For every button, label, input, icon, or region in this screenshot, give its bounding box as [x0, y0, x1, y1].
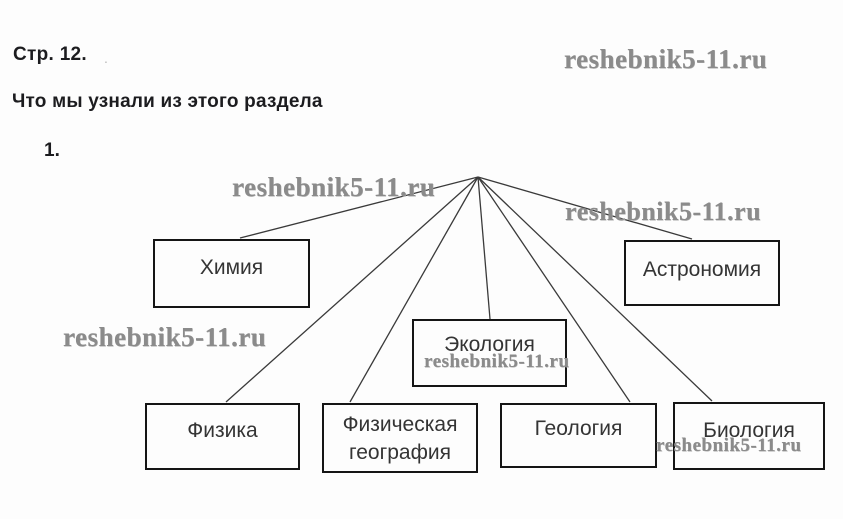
line-to-fizika	[225, 176, 479, 403]
line-to-ekologiya	[477, 176, 491, 320]
page-title: Что мы узнали из этого раздела	[12, 91, 323, 112]
box-label-khimiya: Химия	[199, 256, 264, 279]
diagram-box-ekologiya: Экология	[412, 319, 567, 387]
line-to-biologiya	[477, 176, 713, 402]
page-label-trailing-dot: .	[104, 50, 108, 66]
watermark: reshebnik5-11.ru	[63, 322, 267, 352]
diagram-box-fizika: Физика	[145, 403, 300, 470]
diagram-box-fizicheskaya-geografiya: Физическая география	[322, 403, 478, 473]
line-to-khimiya	[239, 176, 479, 239]
watermark: reshebnik5-11.ru	[656, 435, 802, 456]
diagram-box-khimiya: Химия	[153, 239, 310, 308]
box-label-fizika: Физика	[187, 419, 258, 442]
watermark: reshebnik5-11.ru	[424, 351, 570, 372]
box-label-geologiya: Геология	[534, 417, 623, 440]
diagram-box-biologiya: Биология	[673, 402, 825, 470]
box-label-biologiya: Биология	[703, 419, 795, 442]
watermark: reshebnik5-11.ru	[232, 172, 436, 202]
watermark: reshebnik5-11.ru	[564, 44, 768, 74]
watermark: reshebnik5-11.ru	[565, 197, 762, 226]
box-label-ekologiya: Экология	[444, 333, 535, 356]
line-to-astronomiya	[477, 176, 693, 240]
diagram-box-astronomiya: Астрономия	[624, 240, 780, 306]
page-label: Стр. 12.	[13, 44, 88, 65]
item-number: 1.	[44, 140, 60, 161]
box-label-fizicheskaya-geografiya: Физическая география	[342, 413, 458, 465]
box-label-astronomiya: Астрономия	[642, 258, 762, 281]
line-to-fizgeo	[349, 176, 479, 403]
diagram-box-geologiya: Геология	[500, 403, 657, 468]
line-to-geologiya	[477, 176, 631, 403]
